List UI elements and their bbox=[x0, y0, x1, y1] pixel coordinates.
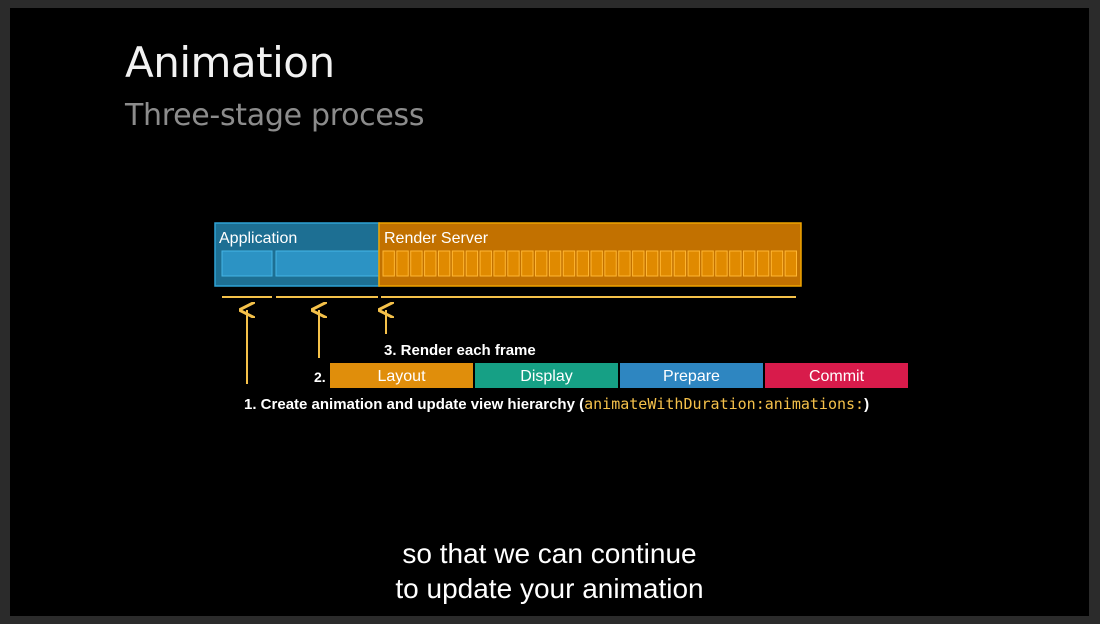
render-frame-cell bbox=[659, 250, 673, 277]
step-1-code: animateWithDuration:animations: bbox=[584, 395, 864, 413]
animation-pipeline-diagram: Application Render Server 3. Render each… bbox=[214, 222, 908, 413]
application-subblock-2 bbox=[275, 250, 380, 277]
subtitle-caption: so that we can continue to update your a… bbox=[10, 536, 1089, 606]
render-frame-cell bbox=[493, 250, 506, 277]
render-frame-cell bbox=[507, 250, 520, 277]
stage-box-layout bbox=[330, 363, 473, 388]
caption-line-2: to update your animation bbox=[395, 573, 704, 604]
render-frame-cell bbox=[743, 250, 756, 277]
render-frame-cell bbox=[673, 250, 687, 277]
stage-box-prepare bbox=[620, 363, 763, 388]
caption-line-1: so that we can continue bbox=[402, 538, 697, 569]
step-1-label: 1. Create animation and update view hier… bbox=[244, 395, 869, 413]
render-frame-cell bbox=[687, 250, 700, 277]
render-frame-cell bbox=[701, 250, 714, 277]
render-frame-cell bbox=[479, 250, 492, 277]
render-frame-cell bbox=[548, 250, 562, 277]
step-3-label: 3. Render each frame bbox=[384, 342, 536, 359]
application-subblock-1 bbox=[221, 250, 273, 277]
stage-box-commit bbox=[765, 363, 908, 388]
render-frame-cell bbox=[632, 250, 645, 277]
render-frame-cell bbox=[521, 250, 534, 277]
stage-label-prepare: Prepare bbox=[663, 368, 720, 385]
render-frame-cell bbox=[756, 250, 770, 277]
render-frame-cell bbox=[618, 250, 631, 277]
render-frame-cell bbox=[784, 250, 798, 277]
render-frame-cell bbox=[535, 250, 548, 277]
render-frame-cell bbox=[424, 250, 437, 277]
slide-title: Animation bbox=[125, 38, 335, 87]
render-frame-cell bbox=[410, 250, 423, 277]
render-frame-cell bbox=[451, 250, 465, 277]
render-frame-cell bbox=[604, 250, 617, 277]
render-frame-cell bbox=[729, 250, 742, 277]
stage-label-display: Display bbox=[520, 368, 572, 385]
render-frame-cell bbox=[465, 250, 479, 277]
render-frame-cell bbox=[396, 250, 409, 277]
commit-stages: Layout Display Prepare Commit bbox=[330, 363, 908, 388]
render-frame-cell bbox=[562, 250, 576, 277]
render-frame-cell bbox=[645, 250, 659, 277]
render-frame-cell bbox=[715, 250, 728, 277]
stage-label-layout: Layout bbox=[377, 368, 426, 385]
step-2-number: 2. bbox=[314, 369, 326, 385]
render-frames bbox=[382, 250, 798, 277]
stage-box-display bbox=[475, 363, 618, 388]
render-frame-cell bbox=[770, 250, 784, 277]
render-server-label: Render Server bbox=[384, 230, 489, 247]
render-frame-cell bbox=[382, 250, 395, 277]
slide: Animation Three-stage process Applicatio… bbox=[10, 8, 1089, 616]
step-1-close: ) bbox=[864, 396, 869, 413]
slide-subtitle: Three-stage process bbox=[125, 98, 425, 133]
render-frame-cell bbox=[437, 250, 451, 277]
stage-label-commit: Commit bbox=[809, 368, 865, 385]
application-label: Application bbox=[219, 230, 297, 247]
render-frame-cell bbox=[576, 250, 590, 277]
step-1-text: 1. Create animation and update view hier… bbox=[244, 396, 584, 413]
render-frame-cell bbox=[590, 250, 603, 277]
